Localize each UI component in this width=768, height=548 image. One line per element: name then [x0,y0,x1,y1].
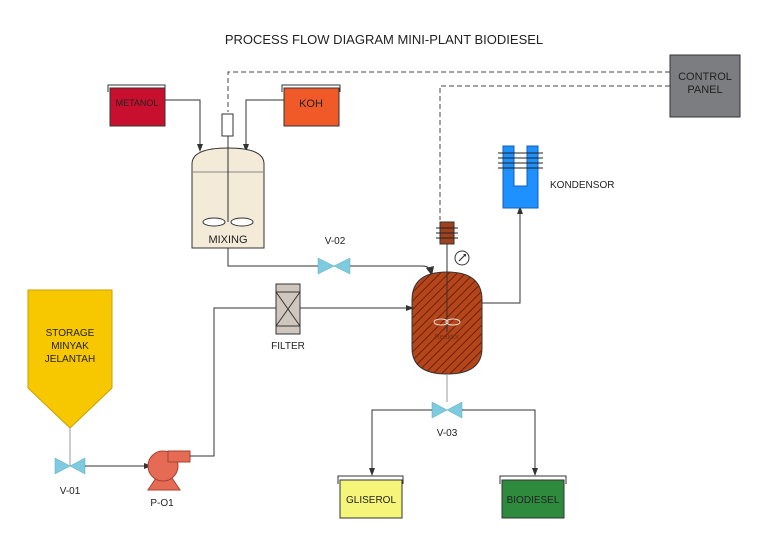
kondensor-label: KONDENSOR [550,180,614,191]
storage-label-line1: STORAGE [46,328,95,339]
valve-v03[interactable] [431,401,463,419]
koh-label: KOH [299,98,323,110]
control-signal-line-reactor [439,85,670,220]
filter-label: FILTER [271,341,305,352]
valve-v01-label: V-01 [60,486,81,497]
control-signal-line-mixer [227,71,670,112]
pump-discharge [167,450,191,463]
koh-feed-arrow [243,144,249,152]
control-panel-label-line1: CONTROL [678,71,732,83]
valve-v03-left [431,401,448,419]
valve-v03-label: V-03 [437,428,458,439]
gliserol-label: GLISEROL [346,495,396,506]
metanol-feed-arrow [197,144,203,152]
biodiesel-label: BIODIESEL [507,495,560,506]
control-panel-label-line2: PANEL [687,84,722,96]
gliserol-feed-arrow [369,468,375,476]
koh-tank-rim [281,84,341,92]
pump-label: P-O1 [150,498,174,509]
reactor-oil-feed-arrow [406,305,414,311]
mixer-impeller-left [202,217,226,227]
koh-tank [283,87,340,127]
valve-v02-right [333,257,351,275]
pressure-gauge-arrowhead [463,254,466,257]
valve-v02[interactable] [317,257,351,275]
filter-cross [275,291,301,327]
pump-p01[interactable] [147,450,191,491]
valve-v03-right [446,401,463,419]
kondensor-unit [502,145,539,209]
outlet-to-biodiesel-line [462,409,536,474]
outlet-to-gliserol-line [371,409,432,474]
metanol-label: METANOL [116,98,159,108]
mixing-label: MIXING [208,234,247,246]
storage-tank [27,289,113,429]
reactor-to-kondensor-line [482,208,521,304]
metanol-tank [109,87,166,127]
biodiesel-feed-arrow [532,468,538,476]
gliserol-tank-rim [337,475,404,484]
koh-feed-line [245,99,284,150]
diagram-title: PROCESS FLOW DIAGRAM MINI-PLANT BIODIESE… [225,32,543,47]
storage-label-line3: JELANTAH [45,354,95,365]
valve-v01-left [54,457,71,475]
reactor-label: Reaktor [435,334,460,341]
valve-v01-right [69,457,86,475]
mixer-motor [221,113,234,137]
mixer-impeller-right [230,217,254,227]
reactor-impeller-right [445,318,461,326]
kondensor-feed-arrow [517,206,523,214]
control-panel [669,54,741,118]
pump-to-filter-line [190,307,276,457]
valve-v02-left [317,257,335,275]
biodiesel-tank [501,479,565,519]
gliserol-tank [339,479,403,519]
storage-label-line2: MINYAK [51,341,89,352]
valve-v02-label: V-02 [325,236,346,247]
valve-v01[interactable] [54,457,86,475]
reactor-impeller-left [433,318,449,326]
metanol-feed-line [165,99,201,150]
pressure-gauge-needle [458,254,466,262]
biodiesel-tank-rim [499,475,567,484]
